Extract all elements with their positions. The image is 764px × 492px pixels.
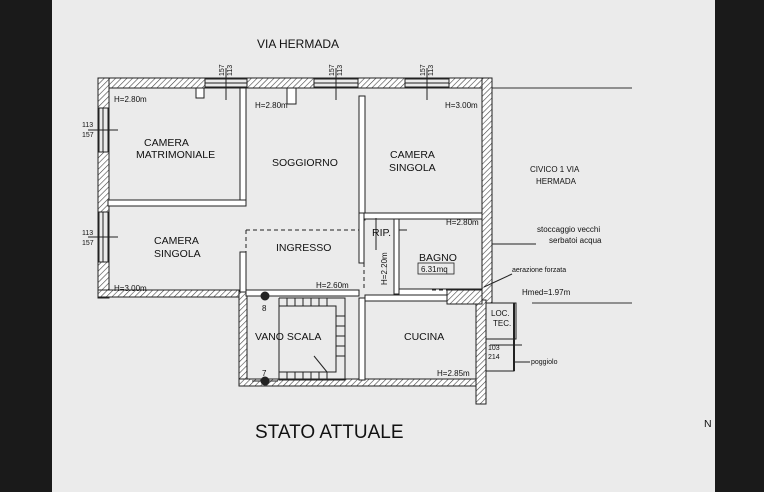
wall-bedroom-soggiorno [239, 87, 247, 201]
balcony-area [483, 243, 536, 372]
room-camera-singola-1-b: SINGOLA [389, 162, 436, 174]
wall-loc-tec [446, 289, 483, 305]
dim-balcony-a: 103 [488, 345, 500, 352]
note-ventilation: aerazione forzata [512, 267, 566, 274]
dim-left-1-b: 157 [82, 132, 94, 139]
plan-title: STATO ATTUALE [255, 422, 404, 443]
dim-balcony-b: 214 [488, 354, 500, 361]
room-loc-tec-2: TEC. [493, 319, 511, 328]
room-camera-singola-2-b: SINGOLA [154, 248, 201, 260]
stair-arrow [313, 355, 328, 373]
dim-top-1-a: 113 [227, 65, 234, 76]
wall-bedroom2-ingresso [239, 251, 247, 293]
note-storage-2: serbatoi acqua [549, 236, 602, 245]
neighbor-label-2: HERMADA [536, 177, 577, 186]
dim-left-2-a: 113 [82, 230, 93, 237]
dim-left-1-a: 113 [82, 122, 93, 129]
wall-stair-right [358, 297, 366, 381]
room-ingresso: INGRESSO [276, 242, 331, 254]
wall-cucina-top [364, 294, 448, 302]
height-medio: Hmed=1.97m [522, 288, 571, 297]
wall-top-bump-2 [195, 87, 205, 99]
dim-left-2-b: 157 [82, 240, 94, 247]
room-soggiorno: SOGGIORNO [272, 157, 338, 169]
note-balcony: poggiolo [531, 359, 558, 366]
room-camera-matrimoniale-1: CAMERA [144, 137, 189, 149]
street-name: VIA HERMADA [257, 37, 339, 51]
room-camera-singola-2-a: CAMERA [154, 235, 199, 247]
stair-steps-lower: 7 [262, 369, 267, 378]
height-soggiorno: H=2.80m [255, 101, 288, 110]
staircase [252, 291, 346, 386]
interior-walls [107, 87, 483, 381]
height-camera-singola-1: H=3.00m [445, 101, 478, 110]
height-ingresso: H=2.60m [316, 281, 349, 290]
wall-right-upper [481, 77, 493, 304]
room-vano-scala: VANO SCALA [255, 331, 321, 343]
stair-outline [278, 297, 346, 381]
doors [375, 218, 407, 250]
floor-plan-drawing: VIA HERMADA STATO ATTUALE CIVICO 1 VIA H… [82, 37, 712, 443]
height-camera-singola-2: H=3.00m [114, 284, 147, 293]
left-windows [88, 107, 118, 263]
wall-bedroom-divider [107, 199, 247, 207]
neighbor-label-1: CIVICO 1 VIA [530, 165, 580, 174]
bagno-area-box [417, 262, 455, 275]
wall-rip-left [358, 212, 365, 264]
room-camera-singola-1-a: CAMERA [390, 149, 435, 161]
height-bagno: H=2.80m [446, 218, 479, 227]
leader-ventilation [483, 273, 513, 288]
open-plan-boundaries [245, 229, 447, 291]
edge-mark: N [704, 418, 712, 430]
dim-top-1-b: 157 [219, 64, 226, 76]
room-loc-tec-1: LOC. [491, 309, 510, 318]
wall-left-upper [97, 77, 110, 299]
dim-top-3-a: 113 [428, 65, 435, 76]
dim-top-2-a: 113 [337, 65, 344, 76]
room-camera-matrimoniale-2: MATRIMONIALE [136, 149, 215, 161]
dim-top-2-b: 157 [329, 64, 336, 76]
height-camera-matrimoniale: H=2.80m [114, 95, 147, 104]
wall-soggiorno-camera [358, 95, 366, 221]
top-windows [204, 68, 450, 100]
height-cucina: H=2.85m [437, 369, 470, 378]
stair-steps-upper: 8 [262, 304, 267, 313]
wall-stair-top [245, 289, 360, 297]
room-bagno: BAGNO [419, 252, 457, 264]
dim-top-3-b: 157 [420, 64, 427, 76]
stair-core [279, 305, 337, 373]
exterior-walls [97, 77, 493, 405]
wall-rip-right [393, 218, 400, 295]
wall-top-bump-1 [286, 87, 297, 105]
note-storage-1: stoccaggio vecchi [537, 225, 600, 234]
bagno-area: 6.31mq [421, 265, 448, 274]
wall-right-lower [475, 299, 487, 405]
room-cucina: CUCINA [404, 331, 444, 343]
plan-sheet: VIA HERMADA STATO ATTUALE CIVICO 1 VIA H… [52, 0, 715, 492]
height-ripostiglio: H=2.20m [380, 252, 389, 285]
wall-stair-left [238, 289, 248, 387]
room-ripostiglio: RIP. [372, 227, 391, 239]
